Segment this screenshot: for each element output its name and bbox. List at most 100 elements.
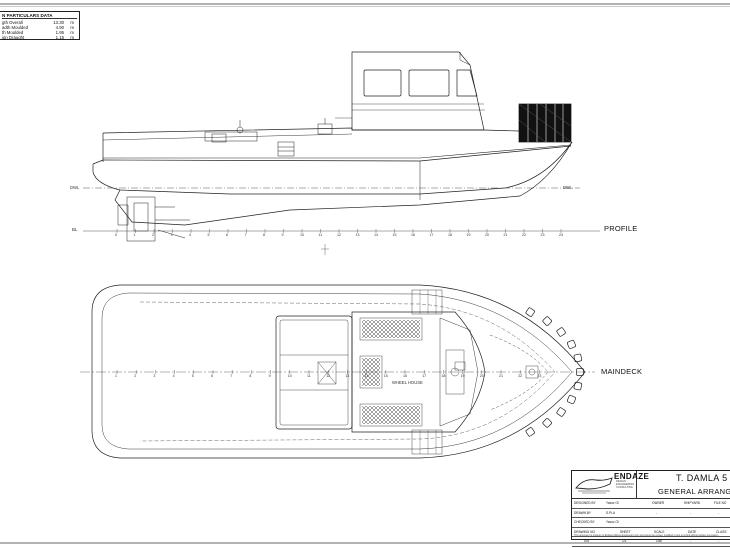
- deck-frame-number: 1: [115, 374, 117, 378]
- tb-cell: 1/1: [622, 539, 627, 543]
- fender-tyre: [525, 307, 535, 317]
- baseline-label: BL: [72, 227, 78, 232]
- company-tagline-line: DESIGN: [616, 480, 626, 483]
- hull-waterline-profile: [92, 141, 573, 195]
- company-tagline-line: ENGINEERING: [616, 482, 635, 486]
- profile-frame-number: 8: [263, 233, 265, 237]
- fender-tyre: [556, 327, 566, 337]
- profile-frame-number: 3: [170, 233, 173, 237]
- sheer-line: [92, 145, 572, 165]
- profile-frame-number: 4: [189, 233, 191, 237]
- profile-frame-number: 2: [152, 233, 154, 237]
- deck-edge-dashed: [139, 301, 556, 442]
- particulars-unit: m: [70, 30, 74, 36]
- deck-frame-number: 5: [191, 374, 194, 378]
- deck-frame-number: 18: [441, 374, 446, 378]
- profile-frame-number: 1: [133, 233, 136, 237]
- particulars-unit: m: [70, 19, 74, 25]
- deck-frame-number: 6: [211, 374, 213, 378]
- profile-frame-number: 0: [115, 233, 117, 237]
- profile-frame-number: 18: [448, 233, 452, 237]
- particulars-label: adth Moulded: [2, 25, 29, 30]
- fender-tyre: [542, 316, 552, 326]
- tb-cell: FILE NO: [714, 501, 727, 505]
- particulars-unit: m: [70, 25, 74, 30]
- company-logo: ENDAZE DESIGN ENGINEERING CONSULTING: [572, 471, 649, 498]
- tb-cell: Yavuz Ol: [606, 520, 619, 524]
- tb-cell: DRAWN BY: [574, 510, 592, 515]
- fender-tyre: [556, 407, 566, 417]
- fender-tyre: [573, 353, 583, 363]
- tb-cell: -: [690, 539, 692, 543]
- profile-frame-ticks: [116, 229, 562, 233]
- fender-tyre: [573, 381, 583, 391]
- particulars-row: th Moulded 1.95 m: [2, 30, 77, 35]
- tb-cell: -: [718, 510, 720, 515]
- maindeck-view: [80, 284, 595, 459]
- title-block-grid: DESIGNED BY Yavuz Ol OWNER SHIPYARD FILE…: [572, 499, 730, 547]
- profile-frame-number: 13: [355, 233, 360, 237]
- deck-frame-number: 3: [153, 374, 156, 378]
- main-particulars-table: N PARTICULARS DATA gth Overall 13.30 m a…: [0, 11, 80, 40]
- dwl-label-fwd: DWL: [563, 185, 573, 190]
- profile-frame-number: 5: [207, 233, 210, 237]
- tb-cell: SHEET: [620, 529, 631, 534]
- profile-frame-number: 23: [540, 233, 545, 237]
- deck-frame-number: 12: [326, 374, 331, 378]
- fender-tyre: [576, 368, 584, 376]
- profile-frame-number: 14: [374, 233, 378, 237]
- wheelhouse-plan: [275, 289, 486, 455]
- profile-frame-number: 16: [411, 233, 415, 237]
- deck-frame-number: 21: [499, 374, 503, 378]
- tb-cell: SHIPYARD: [684, 501, 701, 505]
- deck-frame-ticks: [116, 370, 540, 374]
- dwl-label-aft: DWL: [70, 185, 80, 190]
- particulars-value: 4.90: [55, 25, 64, 30]
- bulwark-inner: [102, 133, 353, 141]
- deck-frame-number: 14: [364, 374, 369, 378]
- particulars-label: ign Draught: [2, 35, 25, 41]
- profile-frame-number: 7: [244, 233, 247, 237]
- deck-frame-number: 13: [345, 374, 350, 378]
- particulars-row: gth Overall 13.30 m: [2, 20, 77, 25]
- deck-frame-number: 7: [230, 374, 233, 378]
- deck-frame-number: 9: [268, 374, 271, 378]
- deck-equipment-profile: [204, 118, 333, 157]
- company-tagline: DESIGN ENGINEERING CONSULTING: [616, 480, 635, 490]
- profile-view-label: PROFILE: [604, 224, 638, 233]
- wheel-house-label: WHEEL HOUSE: [392, 380, 423, 385]
- profile-frame-number: 17: [429, 233, 434, 237]
- deck-frame-number: 23: [537, 374, 542, 378]
- stern-gear: [117, 196, 190, 242]
- fender-tyre: [542, 418, 552, 428]
- deck-frame-number: 15: [383, 374, 388, 378]
- deck-frame-number: 10: [287, 374, 292, 378]
- company-name: ENDAZE: [614, 472, 650, 481]
- fender-tyre: [567, 395, 576, 405]
- tb-cell: -: [656, 510, 658, 515]
- company-tagline-line: CONSULTING: [616, 485, 633, 489]
- bulwark-top: [102, 127, 572, 134]
- bulwark-inner-plan: [101, 292, 573, 450]
- tb-cell: DESIGNED BY: [574, 501, 596, 505]
- title-block-row: CHECKED BY Yavuz Ol: [572, 518, 730, 528]
- particulars-unit: m: [70, 35, 74, 41]
- title-block: ENDAZE DESIGN ENGINEERING CONSULTING T. …: [571, 470, 730, 547]
- profile-frame-number: 9: [281, 233, 284, 237]
- deck-frame-number: 17: [422, 374, 427, 378]
- profile-frame-number: 10: [300, 233, 304, 237]
- tb-cell: CLASS: [716, 529, 727, 534]
- profile-frame-number: 24: [559, 233, 563, 237]
- profile-frame-number: 12: [337, 233, 341, 237]
- particulars-value: 1.15: [55, 35, 64, 41]
- particulars-value: 1.95: [55, 30, 64, 36]
- wheelhouse-profile: [335, 51, 485, 131]
- tb-cell: -: [718, 539, 720, 543]
- tb-cell: CHECKED BY: [574, 520, 595, 524]
- fender-tyre: [525, 427, 535, 437]
- title-block-row: DRAWING NO SHEET SCALE DATE CLASS: [572, 528, 730, 537]
- title-block-divider: [572, 498, 730, 499]
- particulars-row: ign Draught 1.15 m: [2, 35, 77, 40]
- tb-cell: SCALE: [654, 529, 665, 534]
